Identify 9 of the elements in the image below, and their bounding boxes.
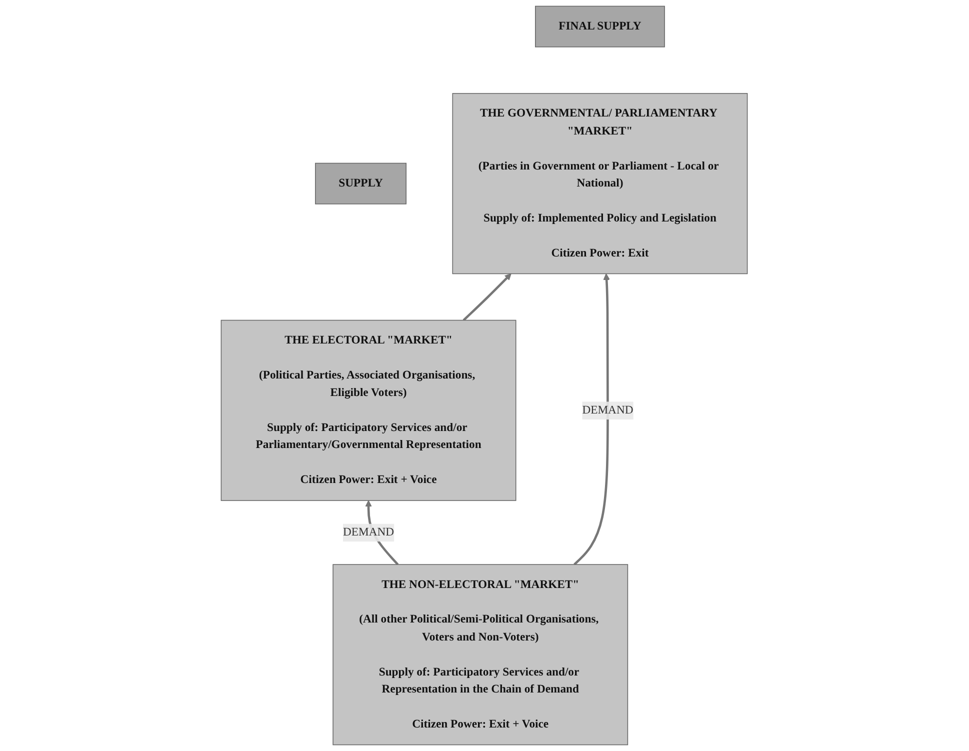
edge-label: DEMAND — [343, 526, 394, 539]
arrow — [574, 273, 610, 566]
node-box: FINAL SUPPLY — [535, 6, 666, 48]
arrow — [463, 273, 512, 322]
node-box: THE NON-ELECTORAL "MARKET" (All other Political/Semi-Political Organisations, Voters and Non-Voters) Supply of: Participatory Services and/or Representation in the Chain of Demand Citizen Power: Exit + Voice — [332, 564, 628, 746]
node-box: THE ELECTORAL "MARKET" (Political Parties, Associated Organisations, Eligible Voters) Supply of: Participatory Services and/or Parliamentary/Governmental Representation Citizen Power: Exit + Voice — [221, 320, 516, 501]
node-box: THE GOVERNMENTAL/ PARLIAMENTARY "MARKET" (Parties in Government or Parliament - Local or National) Supply of: Implemented Policy and Legislation Citizen Power: Exit — [452, 93, 748, 274]
edge-label: DEMAND — [582, 404, 634, 416]
node-box: SUPPLY — [315, 162, 407, 204]
